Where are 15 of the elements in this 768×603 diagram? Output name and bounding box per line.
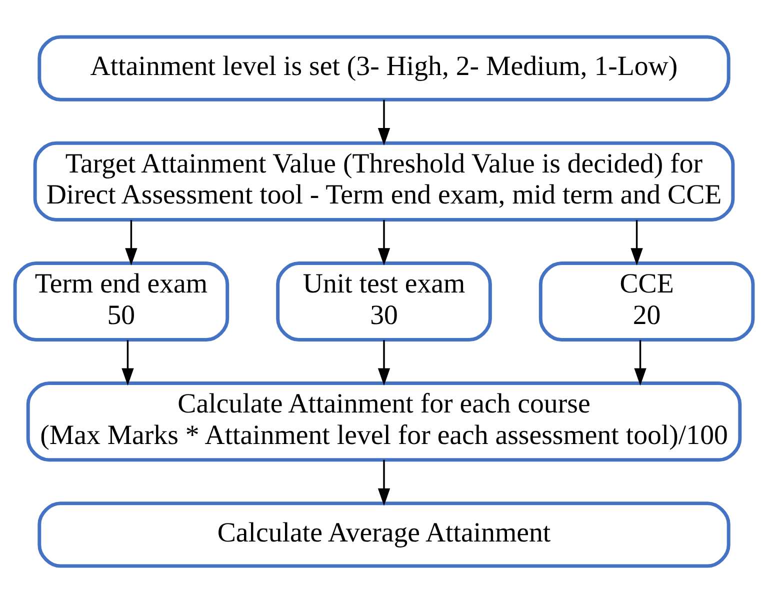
node-box: Target Attainment Value (Threshold Value is decided) for Direct Assessment tool - Term end exam, mid term and CCE bbox=[33, 141, 735, 222]
node-box: Calculate Attainment for each course (Max Marks * Attainment level for each assessment tool)/100 bbox=[26, 382, 742, 462]
node-box: CCE 20 bbox=[538, 261, 755, 342]
node-box: Calculate Average Attainment bbox=[38, 502, 730, 568]
arrow bbox=[378, 100, 390, 146]
arrow bbox=[630, 220, 643, 266]
node-box: Attainment level is set (3- High, 2- Medium, 1-Low) bbox=[38, 35, 730, 102]
node-box: Unit test exam 30 bbox=[276, 261, 492, 342]
arrow bbox=[378, 460, 390, 506]
arrow bbox=[634, 340, 646, 386]
arrow bbox=[378, 220, 390, 266]
arrow bbox=[378, 340, 390, 386]
arrow bbox=[122, 340, 134, 386]
node-box: Term end exam 50 bbox=[13, 261, 230, 342]
arrow bbox=[125, 220, 138, 266]
